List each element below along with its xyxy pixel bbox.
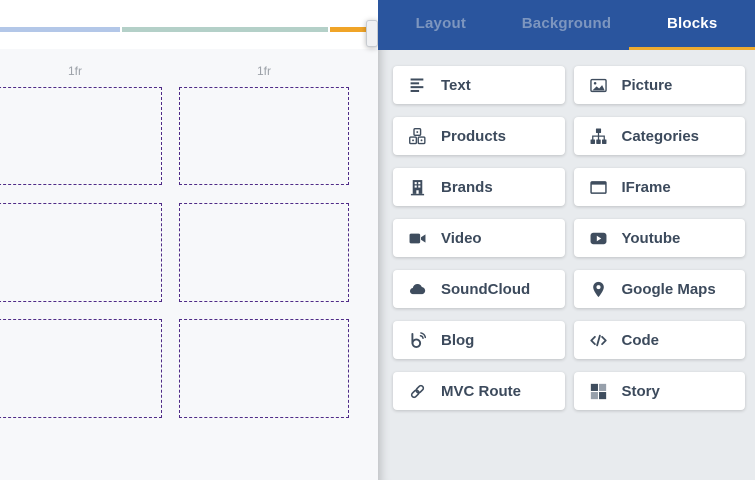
categories-icon [590,128,606,144]
tab-background[interactable]: Background [521,15,612,32]
text-icon [410,77,424,92]
block-button-brands[interactable]: Brands [393,168,565,206]
block-button-text[interactable]: Text [393,66,565,104]
ruler-segment-blue-icon [0,27,120,32]
soundcloud-icon [409,283,426,294]
block-label: Categories [621,127,700,145]
canvas-topbar [0,0,378,49]
grid-cell[interactable] [0,87,162,185]
grid-cell[interactable] [179,319,349,418]
grid-cell[interactable] [179,87,349,185]
block-button-iframe[interactable]: IFrame [573,168,745,206]
grid-column-label: 1fr [67,64,82,78]
grid-cell[interactable] [179,203,349,302]
brands-icon [410,179,425,195]
block-label: Blog [441,331,475,349]
block-label: MVC Route [441,382,521,400]
block-button-video[interactable]: Video [393,219,565,257]
block-button-blog[interactable]: Blog [393,321,565,359]
products-icon [409,127,426,144]
block-label: Code [621,331,660,349]
block-label: Brands [441,178,493,196]
block-label: Video [441,229,482,247]
google-maps-icon [592,281,604,297]
code-icon [589,334,607,346]
block-button-story[interactable]: Story [573,372,745,410]
grid-cell[interactable] [0,319,162,418]
blog-icon [411,331,426,348]
block-button-picture[interactable]: Picture [573,66,745,104]
block-label: SoundCloud [441,280,531,298]
block-button-categories[interactable]: Categories [573,117,745,155]
blocks-panel: Layout Background Blocks Text [378,0,755,480]
grid-cell[interactable] [0,203,162,302]
block-label: IFrame [621,178,671,196]
story-icon [590,383,606,399]
block-label: Google Maps [621,280,716,298]
youtube-icon [590,232,606,244]
block-button-mvc-route[interactable]: MVC Route [393,372,565,410]
panel-tabs: Layout Background Blocks [378,0,755,50]
video-icon [409,233,426,243]
picture-icon [589,78,607,92]
ruler-segment-teal-icon [122,27,328,32]
panel-body: Text Picture [378,50,755,480]
canvas-area: 1fr 1fr [0,0,378,418]
block-label: Picture [621,76,673,94]
block-label: Text [441,76,471,94]
block-label: Youtube [621,229,681,247]
block-button-youtube[interactable]: Youtube [573,219,745,257]
block-button-code[interactable]: Code [573,321,745,359]
grid-column-label: 1fr [256,64,271,78]
iframe-icon [589,180,607,194]
tab-layout[interactable]: Layout [415,15,467,32]
block-button-soundcloud[interactable]: SoundCloud [393,270,565,308]
mvc-route-icon [410,384,425,398]
block-label: Story [621,382,660,400]
block-label: Products [441,127,507,145]
blocks-grid: Text Picture [393,66,745,410]
tab-blocks[interactable]: Blocks [629,0,755,50]
splitter-handle[interactable] [366,20,378,47]
block-button-google-maps[interactable]: Google Maps [573,270,745,308]
block-button-products[interactable]: Products [393,117,565,155]
ruler-segment-orange-icon [330,27,366,32]
